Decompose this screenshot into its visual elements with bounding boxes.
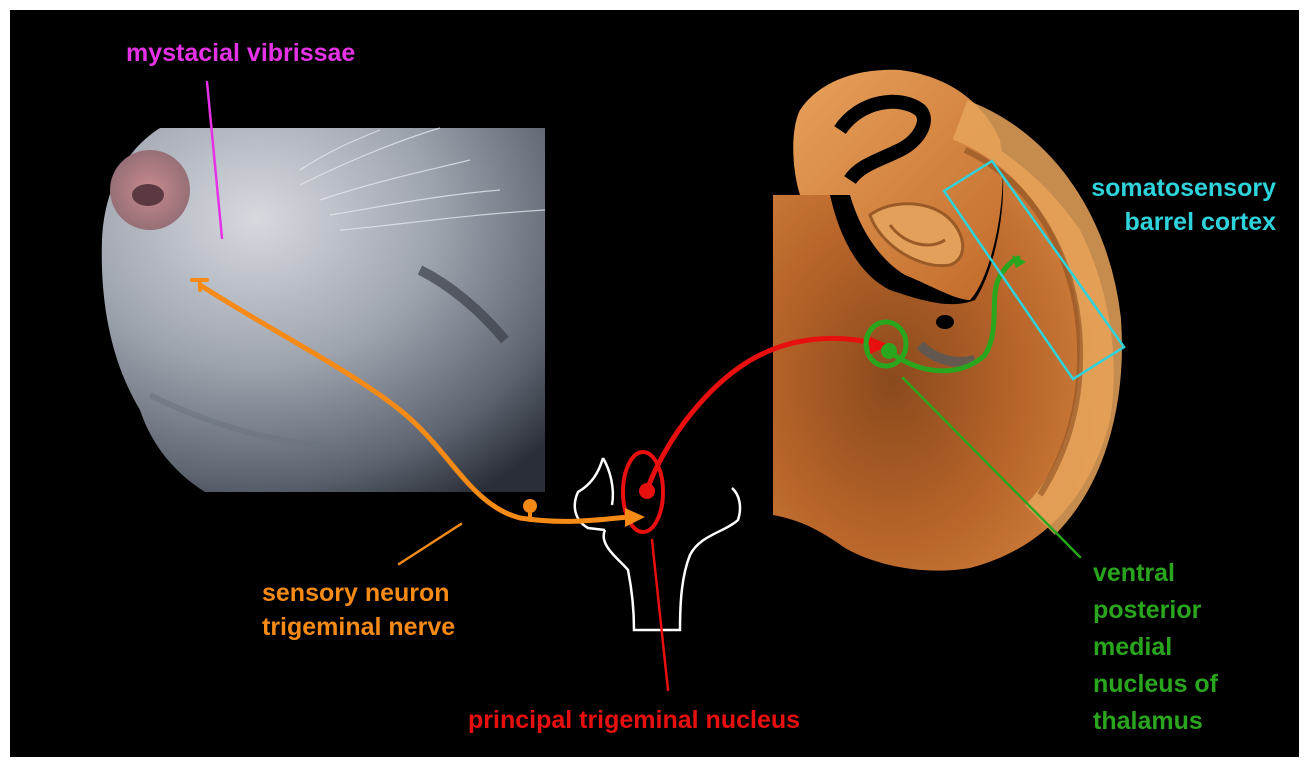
vpm-label-line3: medial <box>1093 632 1172 662</box>
vpm-label-line5: thalamus <box>1093 706 1203 736</box>
sensory-cell-body <box>523 499 537 513</box>
vpm-cell-body <box>881 343 897 359</box>
principal-label: principal trigeminal nucleus <box>468 705 800 735</box>
sensory-label-line1: sensory neuron <box>262 578 450 608</box>
vpm-label-line1: ventral <box>1093 558 1175 588</box>
vibrissae-label: mystacial vibrissae <box>126 38 355 68</box>
barrel-label-line2: barrel cortex <box>1040 207 1276 237</box>
principal-cell-body <box>639 483 655 499</box>
mouse-snout-image <box>102 128 545 492</box>
sensory-label-line2: trigeminal nerve <box>262 612 455 642</box>
vpm-label-line2: posterior <box>1093 595 1201 625</box>
barrel-label-line1: somatosensory <box>1040 173 1276 203</box>
vpm-label-line4: nucleus of <box>1093 669 1218 699</box>
